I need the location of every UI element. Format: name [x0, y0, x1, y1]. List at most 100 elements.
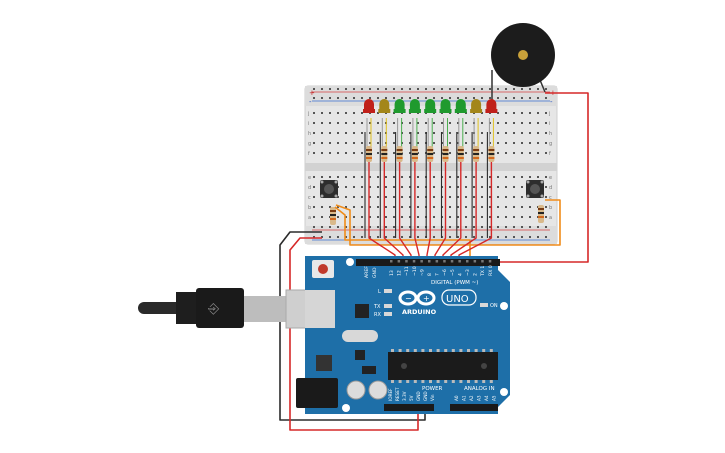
l-led-label: L	[378, 289, 381, 295]
resistor[interactable]	[381, 146, 388, 162]
led-yellow[interactable]	[470, 99, 483, 150]
rx-led-label: RX	[374, 312, 381, 318]
power-pin-label: IOREF	[388, 388, 393, 401]
led-green[interactable]	[454, 99, 467, 150]
led-green[interactable]	[408, 99, 421, 150]
row-letter: c	[549, 195, 552, 201]
usb-jack	[305, 290, 335, 328]
resistor[interactable]	[427, 146, 434, 162]
power-pin-label: GND	[416, 391, 421, 401]
row-letter: j	[548, 111, 550, 117]
gnd-pin-label: GND	[372, 267, 378, 278]
row-letter: h	[549, 131, 552, 137]
usb-chip	[355, 304, 369, 318]
brand-label: ARDUINO	[402, 308, 437, 316]
led-red[interactable]	[363, 99, 375, 150]
row-letter: j	[307, 111, 309, 117]
capacitor	[368, 380, 388, 400]
led-green[interactable]	[439, 99, 452, 150]
svg-text:UNO: UNO	[446, 294, 469, 305]
row-letter: b	[549, 205, 552, 211]
piezo-buzzer[interactable]	[491, 23, 555, 100]
capacitor	[346, 380, 366, 400]
resistor[interactable]	[473, 146, 480, 162]
analog-label: ANALOG IN	[464, 386, 495, 392]
led-yellow[interactable]	[378, 99, 391, 150]
digital-pin-label: 7	[435, 273, 441, 276]
digital-pin-label: 4	[457, 273, 463, 276]
row-letter: g	[549, 141, 552, 147]
digital-pin-label: ~6	[442, 269, 448, 276]
row-letter: f	[549, 151, 551, 157]
digital-pin-label: 8	[427, 273, 433, 276]
row-letter: i	[549, 121, 550, 127]
analog-pin-label: A3	[477, 395, 482, 401]
row-letter: b	[308, 205, 311, 211]
aref-pin-label: AREF	[364, 266, 370, 278]
on-led-label: ON	[490, 303, 498, 309]
digital-pin-label: ~5	[450, 269, 456, 276]
digital-pin-label: ~9	[419, 269, 425, 276]
breadboard-holes[interactable]	[313, 88, 547, 238]
power-pin-label: Vin	[430, 394, 435, 401]
usb-cable[interactable]: ⎆	[138, 288, 335, 329]
reset-button[interactable]	[312, 260, 334, 278]
row-letter: g	[308, 141, 311, 147]
led-green[interactable]	[424, 99, 437, 150]
power-pin-label: GND	[423, 391, 428, 401]
crystal	[342, 330, 378, 342]
led-row[interactable]	[363, 99, 498, 150]
button-resistor-right[interactable]	[538, 205, 544, 223]
analog-pin-label: A1	[462, 395, 467, 401]
row-letter: a	[308, 215, 311, 221]
rail-minus-label-right: -	[550, 98, 553, 106]
digital-pin-label: RX 0	[488, 265, 494, 276]
digital-label: DIGITAL (PWM ~)	[431, 280, 478, 286]
icsp-header	[362, 366, 376, 374]
resistor[interactable]	[396, 146, 403, 162]
pushbutton-left[interactable]	[320, 180, 338, 198]
resistor[interactable]	[442, 146, 449, 162]
power-pin-label: 5V	[409, 395, 414, 401]
button-resistor-left[interactable]	[330, 207, 336, 225]
rail-minus-label: -	[309, 98, 312, 106]
digital-pin-label: TX 1	[480, 266, 486, 277]
analog-header[interactable]	[450, 404, 498, 411]
resistor[interactable]	[411, 146, 418, 162]
digital-pin-label: ~3	[465, 269, 471, 276]
wire-orange-right	[334, 206, 471, 258]
wires[interactable]	[279, 92, 589, 431]
power-pin-label: RESET	[395, 387, 400, 401]
led-red[interactable]	[485, 99, 498, 150]
resistor[interactable]	[457, 146, 464, 162]
resistor[interactable]	[488, 146, 495, 162]
usb-icon: ⎆	[208, 301, 220, 317]
regulator-chip	[355, 350, 365, 360]
row-letter: a	[549, 215, 552, 221]
power-header[interactable]	[384, 404, 434, 411]
resistor[interactable]	[366, 146, 372, 162]
row-letter: e	[549, 175, 552, 181]
power-label: POWER	[422, 386, 443, 392]
analog-pin-label: A5	[492, 395, 497, 401]
svg-text:+: +	[423, 294, 430, 303]
voltage-regulator	[316, 355, 332, 371]
analog-pin-label: A2	[469, 395, 474, 401]
power-pin-label: 3.3V	[402, 391, 407, 401]
row-letter: d	[549, 185, 552, 191]
row-letter: e	[308, 175, 311, 181]
row-letter: i	[308, 121, 309, 127]
led-green[interactable]	[393, 99, 406, 150]
wire-orange-left	[335, 199, 561, 246]
svg-text:−: −	[405, 294, 412, 303]
uno-badge: UNO	[441, 289, 477, 306]
resistor-row[interactable]	[366, 146, 495, 162]
analog-pin-label: A4	[484, 395, 489, 401]
power-jack	[296, 378, 338, 408]
digital-pin-label: 13	[389, 270, 395, 276]
pushbutton-right[interactable]	[526, 180, 544, 198]
arduino-logo: − +	[398, 290, 436, 306]
